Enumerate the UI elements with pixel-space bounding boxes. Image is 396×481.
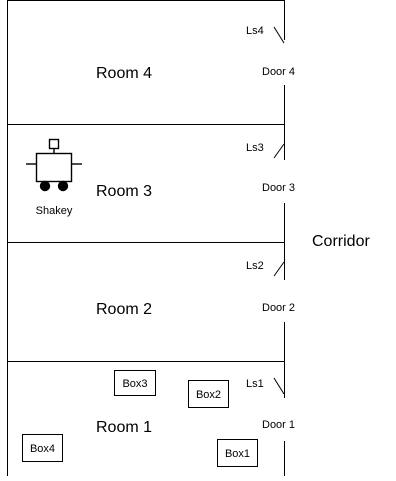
room-3-label: Room 3 [96, 183, 152, 200]
box-1: Box1 [217, 439, 258, 467]
door-4-swing [273, 26, 285, 44]
room-4-label: Room 4 [96, 65, 152, 82]
box-4: Box4 [22, 434, 63, 462]
door-1-swing [273, 377, 285, 395]
switch-ls1-label: Ls1 [246, 378, 264, 390]
building-walls [7, 0, 285, 476]
box-2: Box2 [188, 380, 229, 408]
switch-ls4-label: Ls4 [246, 25, 264, 37]
door-swings [273, 26, 285, 395]
box-2-label: Box2 [196, 389, 221, 401]
corridor-label: Corridor [312, 233, 370, 250]
box-4-label: Box4 [30, 443, 55, 455]
box-1-label: Box1 [225, 448, 250, 460]
door-3-label: Door 3 [262, 182, 295, 194]
switch-ls2-label: Ls2 [246, 260, 264, 272]
box-3: Box3 [114, 370, 156, 396]
robot-label: Shakey [36, 205, 73, 217]
door-4-label: Door 4 [262, 66, 295, 78]
robot-icon [26, 138, 82, 192]
door-1-label: Door 1 [262, 419, 295, 431]
door-3-swing [273, 143, 285, 159]
room-2-label: Room 2 [96, 301, 152, 318]
box-3-label: Box3 [122, 378, 147, 390]
door-2-label: Door 2 [262, 302, 295, 314]
door-2-swing [273, 261, 285, 277]
switch-ls3-label: Ls3 [246, 142, 264, 154]
room-1-label: Room 1 [96, 419, 152, 436]
